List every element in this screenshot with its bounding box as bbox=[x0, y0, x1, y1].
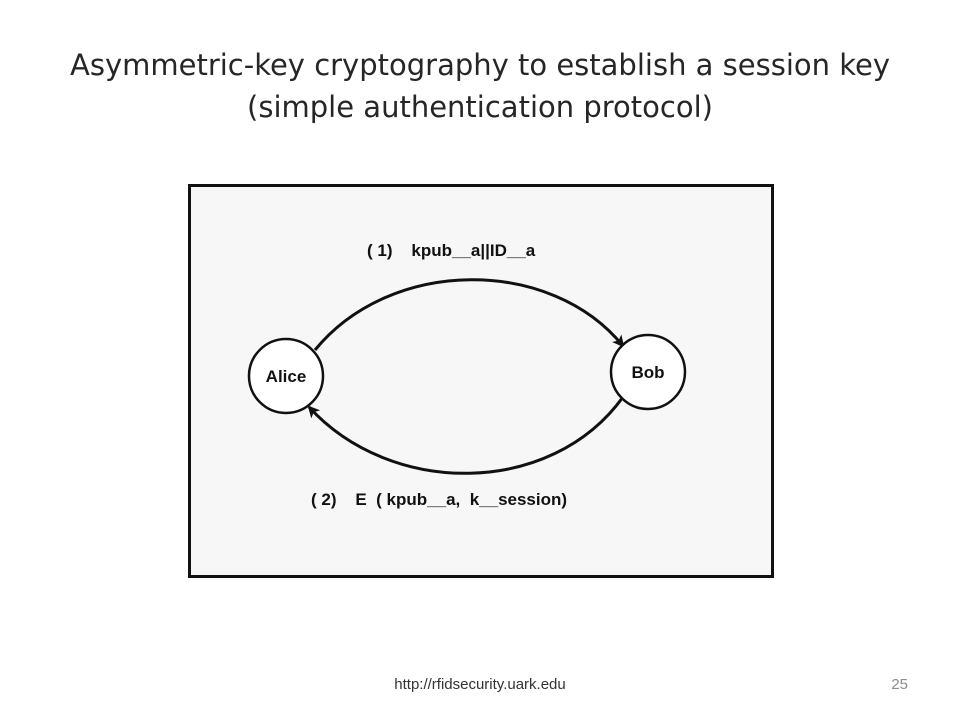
node-alice: Alice bbox=[247, 337, 325, 415]
footer-url: http://rfidsecurity.uark.edu bbox=[394, 676, 566, 693]
edge-bob-to-alice bbox=[307, 396, 625, 475]
node-bob-circle bbox=[609, 333, 687, 411]
slide-title-line-1: Asymmetric-key cryptography to establish… bbox=[70, 48, 890, 82]
node-alice-circle bbox=[247, 337, 325, 415]
page-number: 25 bbox=[891, 676, 908, 693]
node-bob-label: Bob bbox=[631, 363, 664, 382]
edge-label-message-1: ( 1) kpub__a||ID__a bbox=[367, 241, 536, 260]
protocol-diagram-svg: Alice Bob ( 1) kpub__a||ID__a ( 2) E ( k… bbox=[247, 241, 687, 509]
slide-title: Asymmetric-key cryptography to establish… bbox=[0, 44, 960, 128]
node-bob: Bob bbox=[609, 333, 687, 411]
edge-alice-to-bob bbox=[313, 278, 625, 351]
edge-label-message-2: ( 2) E ( kpub__a, k__session) bbox=[311, 490, 567, 509]
node-alice-label: Alice bbox=[266, 367, 307, 386]
slide-title-line-2: (simple authentication protocol) bbox=[247, 90, 713, 124]
protocol-diagram: Alice Bob ( 1) kpub__a||ID__a ( 2) E ( k… bbox=[188, 184, 774, 578]
